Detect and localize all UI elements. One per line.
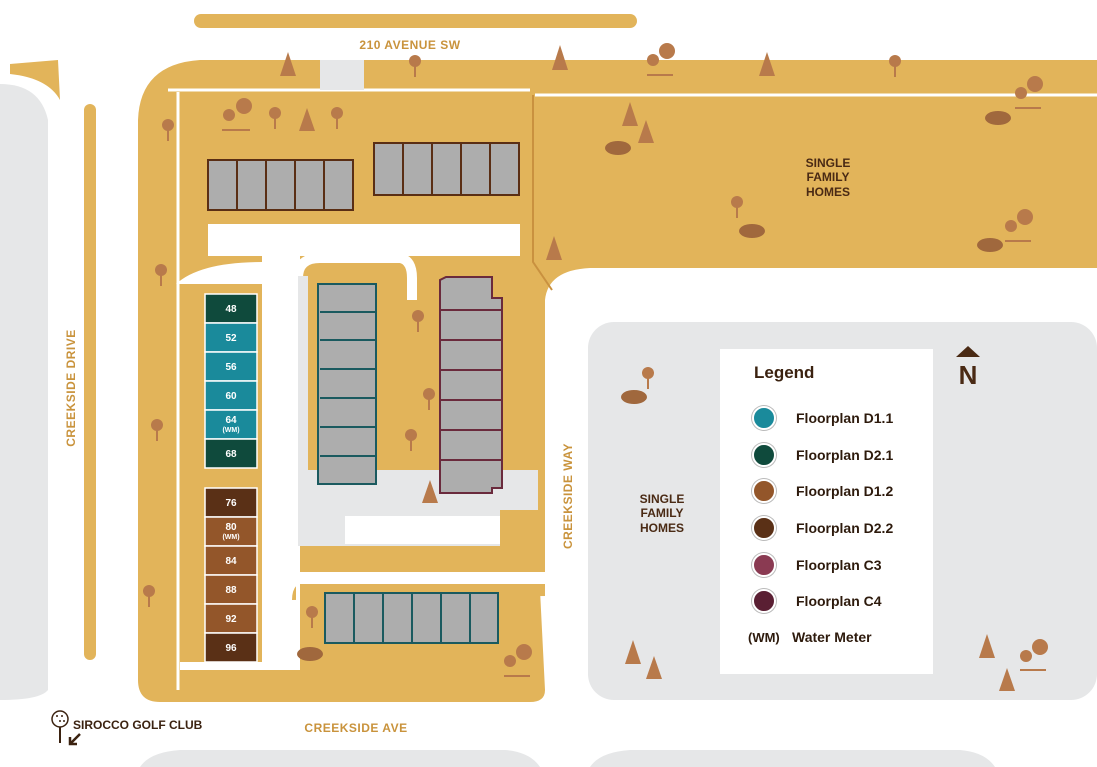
water-meter-symbol: (WM)	[748, 629, 780, 645]
unit-lot[interactable]	[204, 351, 258, 382]
area-label-line-1: SINGLE	[640, 492, 685, 506]
unit-number: 80	[225, 522, 237, 533]
legend-item: Floorplan D2.2	[752, 516, 893, 540]
unit-number: 84	[225, 556, 237, 567]
road-label-south: CREEKSIDE AVE	[304, 721, 407, 735]
arrow-southwest-icon	[68, 733, 81, 746]
legend-item: Floorplan D1.1	[752, 406, 893, 430]
building-central-east	[439, 276, 503, 494]
area-label-line-3: HOMES	[640, 521, 684, 535]
unit-number: 96	[225, 643, 237, 654]
legend-label: Floorplan D2.1	[796, 447, 894, 463]
road-label-west: CREEKSIDE DRIVE	[64, 329, 78, 447]
road-label-north: 210 AVENUE SW	[359, 38, 460, 52]
legend-swatch	[752, 553, 776, 577]
legend-item: Floorplan D1.2	[752, 479, 893, 503]
legend-label: Floorplan D2.2	[796, 520, 894, 536]
north-arrow-label: N	[959, 360, 978, 390]
legend-item-water-meter: (WM) Water Meter	[748, 625, 872, 649]
water-meter-note: (WM)	[222, 427, 239, 434]
water-meter-note: (WM)	[222, 534, 239, 541]
legend-label: Floorplan C4	[796, 593, 882, 609]
building-north-west	[207, 159, 354, 211]
legend-item: Floorplan D2.1	[752, 443, 893, 467]
unit-number: 52	[225, 333, 237, 344]
legend-swatch	[752, 406, 776, 430]
north-entrance	[320, 60, 364, 90]
legend-title: Legend	[754, 363, 815, 382]
north-arrow-icon	[956, 346, 980, 357]
legend-swatch	[752, 479, 776, 503]
south-block-left	[140, 750, 540, 767]
south-block-right	[590, 750, 995, 767]
unit-lot[interactable]	[204, 322, 258, 353]
unit-lot[interactable]	[204, 438, 258, 469]
legend-swatch	[752, 516, 776, 540]
water-meter-label: Water Meter	[792, 629, 872, 645]
legend-panel: Legend Floorplan D1.1 Floorplan D2.1 Flo…	[720, 349, 933, 674]
legend-item: Floorplan C4	[752, 589, 882, 613]
legend-item: Floorplan C3	[752, 553, 882, 577]
west-median	[84, 104, 96, 660]
legend-label: Floorplan D1.2	[796, 483, 894, 499]
unit-lot[interactable]	[204, 516, 258, 547]
road-label-east: CREEKSIDE WAY	[561, 443, 575, 549]
building-south	[324, 592, 499, 644]
unit-lot[interactable]	[204, 632, 258, 663]
unit-number: 56	[225, 362, 237, 373]
unit-number: 88	[225, 585, 237, 596]
golf-ball-icon	[51, 710, 69, 743]
legend-label: Floorplan D1.1	[796, 410, 894, 426]
area-label-line-2: FAMILY	[641, 506, 684, 520]
unit-lot[interactable]	[204, 487, 258, 518]
trees	[143, 43, 1048, 691]
golf-club-label: SIROCCO GOLF CLUB	[73, 718, 203, 732]
unit-lot[interactable]	[204, 545, 258, 576]
building-north-east	[373, 142, 520, 196]
unit-number: 60	[225, 391, 237, 402]
area-label-line-1: SINGLE	[806, 156, 851, 170]
legend-swatch	[752, 589, 776, 613]
nw-strip	[10, 60, 60, 100]
legend-label: Floorplan C3	[796, 557, 882, 573]
unit-number: 92	[225, 614, 237, 625]
unit-number: 64	[225, 415, 237, 426]
west-block	[0, 84, 48, 700]
legend-swatch	[752, 443, 776, 467]
area-label-line-2: FAMILY	[807, 170, 850, 184]
unit-number: 48	[225, 304, 237, 315]
north-strip	[194, 14, 637, 28]
parking-stalls	[345, 516, 500, 544]
internal-lane	[262, 256, 300, 662]
unit-number: 76	[225, 498, 237, 509]
unit-number: 68	[225, 449, 237, 460]
unit-lot[interactable]	[204, 380, 258, 411]
building-central-west	[317, 283, 377, 485]
area-label-line-3: HOMES	[806, 185, 850, 199]
